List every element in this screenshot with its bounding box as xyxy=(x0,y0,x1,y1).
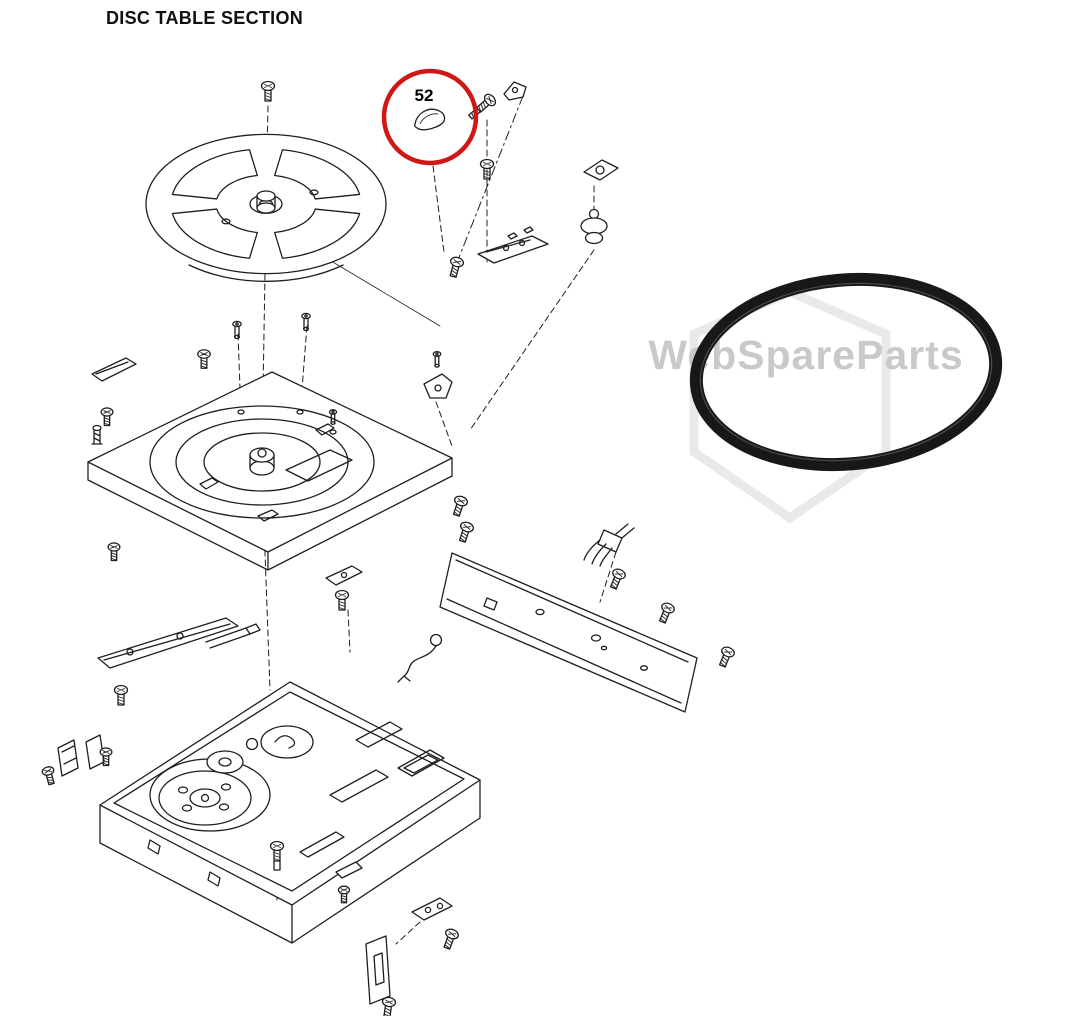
drive-belt-highlight xyxy=(693,272,999,473)
front-clip xyxy=(326,566,362,585)
small-bracket xyxy=(336,862,362,878)
page-title: DISC TABLE SECTION xyxy=(106,8,304,28)
screw xyxy=(449,494,470,518)
switch-bracket xyxy=(478,227,548,263)
expansion-anchor xyxy=(92,426,102,445)
screw xyxy=(107,542,121,562)
screw xyxy=(337,885,351,904)
cam-gear xyxy=(261,726,313,758)
mid-chassis xyxy=(88,372,452,570)
drive-belt xyxy=(689,267,1004,476)
mounting-hole xyxy=(330,430,336,434)
screw xyxy=(655,600,677,625)
well-clip xyxy=(258,510,278,521)
callout-circle xyxy=(384,71,476,163)
screw xyxy=(334,589,350,611)
rear-panel xyxy=(398,524,737,712)
screw xyxy=(113,684,129,706)
standoff-pin xyxy=(232,320,242,340)
standoff-pin xyxy=(301,312,311,332)
screw xyxy=(379,995,397,1016)
raised-frame xyxy=(398,750,444,776)
hinge-bracket xyxy=(504,82,526,100)
bottom-chassis xyxy=(40,682,480,1016)
chassis-slot xyxy=(330,770,388,802)
chassis-slot xyxy=(300,832,344,857)
part-callout: 52 xyxy=(384,71,476,163)
screw xyxy=(455,520,476,544)
mounting-hole xyxy=(297,410,303,414)
wall-tab xyxy=(208,872,220,886)
assembly-dashdot-line xyxy=(458,96,523,260)
pulley-stack xyxy=(581,210,607,244)
wire-connector xyxy=(584,524,634,566)
disc-table xyxy=(146,134,386,281)
slide-bracket xyxy=(98,618,260,668)
drive-pulley xyxy=(159,771,251,825)
chassis-slot xyxy=(356,722,402,747)
exploded-diagram xyxy=(40,80,737,1016)
left-bracket xyxy=(92,358,136,381)
mounting-hole xyxy=(238,410,244,414)
release-lever xyxy=(398,635,442,683)
watermark-shield xyxy=(694,292,886,518)
right-bracket xyxy=(424,374,452,398)
screw xyxy=(197,349,211,369)
flex-cable xyxy=(206,624,260,648)
well-clip xyxy=(200,478,218,489)
motor-pulley xyxy=(207,739,258,774)
drive-belt-ring xyxy=(689,267,1004,476)
spindle-hub xyxy=(250,448,274,475)
motor-mount xyxy=(584,160,618,180)
front-latch xyxy=(366,936,390,1004)
screw xyxy=(715,644,737,669)
projection-line xyxy=(316,252,440,326)
screw xyxy=(40,764,58,787)
screw xyxy=(260,80,276,102)
highlighted-part xyxy=(415,109,445,130)
screw xyxy=(446,255,466,279)
callout-number: 52 xyxy=(415,86,434,105)
corner-bracket xyxy=(412,898,452,920)
long-screw xyxy=(269,840,285,871)
tray-opening xyxy=(286,450,352,481)
center-boss xyxy=(257,191,275,213)
screw xyxy=(440,926,461,951)
standoff-pin xyxy=(432,351,442,368)
well-clip xyxy=(316,424,334,435)
screw xyxy=(100,407,114,427)
wall-tab xyxy=(148,840,160,854)
side-latch xyxy=(58,735,104,776)
